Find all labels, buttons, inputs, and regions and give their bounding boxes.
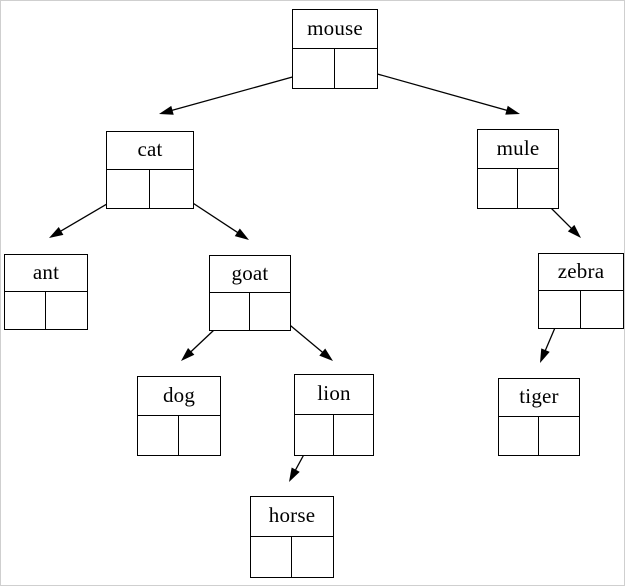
tree-node-left-pointer-tiger[interactable] [499,417,539,455]
tree-node-label: dog [138,377,220,416]
tree-node-pointer-cells [251,537,333,577]
edge-arrowhead [234,228,249,240]
tree-node-pointer-cells [138,416,220,455]
tree-node-right-pointer-ant[interactable] [46,292,87,329]
tree-node-cat[interactable]: cat [106,131,194,209]
tree-node-right-pointer-zebra[interactable] [581,291,623,328]
tree-node-right-pointer-tiger[interactable] [539,417,579,455]
tree-edge-mouse-to-mule [355,67,520,115]
tree-node-pointer-cells [478,169,558,208]
tree-node-label: goat [210,256,290,293]
tree-node-label: zebra [539,254,623,291]
tree-node-goat[interactable]: goat [209,255,291,331]
tree-node-label: mouse [293,10,377,49]
tree-node-pointer-cells [107,170,193,208]
tree-edge-mouse-to-cat [159,70,315,115]
edge-arrowhead [567,224,581,238]
tree-node-left-pointer-mule[interactable] [478,169,518,208]
tree-node-dog[interactable]: dog [137,376,221,456]
tree-node-left-pointer-cat[interactable] [107,170,150,208]
edge-arrowhead [49,226,64,238]
tree-node-left-pointer-lion[interactable] [295,415,334,455]
tree-node-label: horse [251,497,333,537]
edge-arrowhead [159,105,174,115]
tree-node-right-pointer-mule[interactable] [518,169,558,208]
tree-node-left-pointer-horse[interactable] [251,537,292,577]
tree-node-pointer-cells [210,293,290,330]
tree-node-left-pointer-goat[interactable] [210,293,250,330]
edge-arrowhead [181,348,195,361]
tree-node-label: mule [478,130,558,169]
tree-node-zebra[interactable]: zebra [538,253,624,329]
tree-node-left-pointer-zebra[interactable] [539,291,581,328]
tree-node-label: ant [5,255,87,292]
tree-node-right-pointer-cat[interactable] [150,170,193,208]
edge-line [355,67,510,112]
tree-node-label: cat [107,132,193,170]
tree-node-pointer-cells [539,291,623,328]
tree-node-right-pointer-horse[interactable] [292,537,333,577]
edge-arrowhead [289,467,300,482]
tree-node-label: lion [295,375,373,415]
tree-node-mouse[interactable]: mouse [292,9,378,89]
tree-node-left-pointer-mouse[interactable] [293,49,335,88]
tree-node-right-pointer-lion[interactable] [334,415,373,455]
tree-node-right-pointer-dog[interactable] [179,416,220,455]
tree-node-right-pointer-mouse[interactable] [335,49,377,88]
tree-node-lion[interactable]: lion [294,374,374,456]
edge-arrowhead [540,348,550,363]
tree-node-left-pointer-dog[interactable] [138,416,179,455]
tree-node-horse[interactable]: horse [250,496,334,578]
tree-node-pointer-cells [499,417,579,455]
tree-node-tiger[interactable]: tiger [498,378,580,456]
edge-arrowhead [319,348,333,361]
tree-node-mule[interactable]: mule [477,129,559,209]
edge-arrowhead [505,105,520,115]
tree-node-pointer-cells [295,415,373,455]
tree-node-pointer-cells [5,292,87,329]
tree-node-pointer-cells [293,49,377,88]
tree-node-left-pointer-ant[interactable] [5,292,46,329]
tree-node-ant[interactable]: ant [4,254,88,330]
tree-node-right-pointer-goat[interactable] [250,293,290,330]
tree-node-label: tiger [499,379,579,417]
